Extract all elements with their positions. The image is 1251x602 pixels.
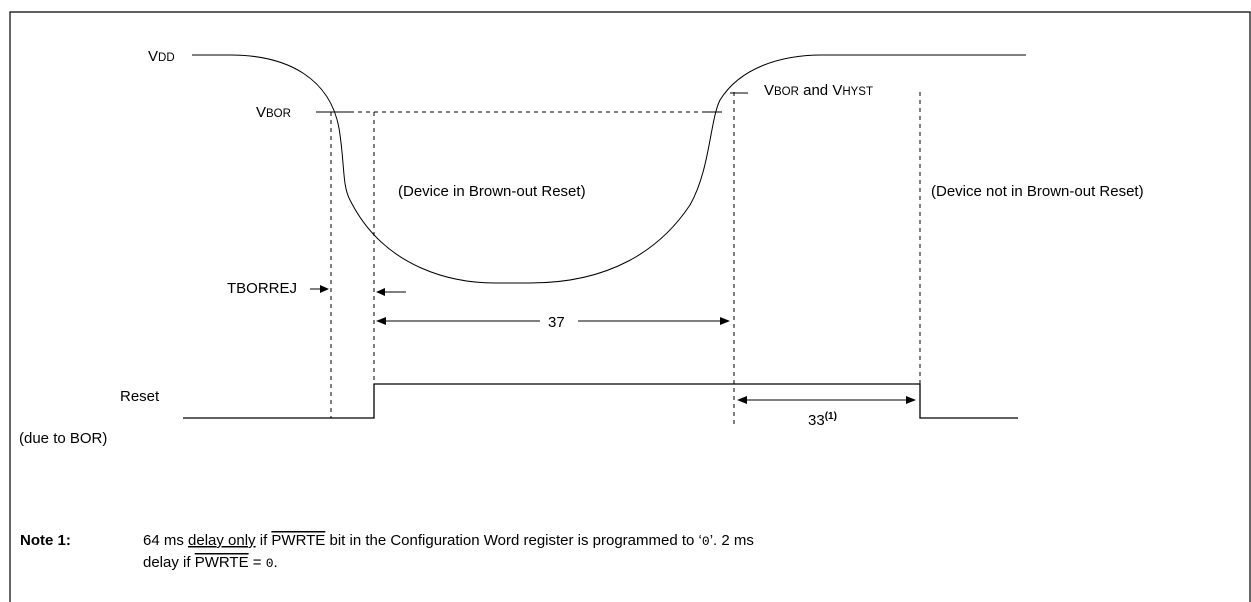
device-not-in-bor-caption: (Device not in Brown-out Reset) <box>931 183 1144 200</box>
interval-37-head-right <box>720 317 730 325</box>
interval-33-head-left <box>737 396 747 404</box>
pwrte-overbar-1: PWRTE <box>271 532 325 549</box>
note-line-1: Note 1:64 ms delay only if PWRTE bit in … <box>20 532 754 549</box>
tborrej-arrowhead-left <box>320 285 329 293</box>
vbor-label: VBOR <box>256 104 291 121</box>
device-in-bor-caption: (Device in Brown-out Reset) <box>398 183 586 200</box>
interval-33-label: 33(1) <box>808 411 837 429</box>
pwrte-overbar-2: PWRTE <box>195 554 249 571</box>
note-line-2: delay if PWRTE = 0. <box>143 554 278 571</box>
reset-label: Reset <box>120 388 160 405</box>
diagram-frame <box>9 11 1251 602</box>
due-to-bor-label: (due to BOR) <box>19 430 107 447</box>
interval-33-head-right <box>906 396 916 404</box>
interval-37-label: 37 <box>548 314 565 331</box>
vdd-waveform <box>208 54 1026 284</box>
tborrej-label: TBORREJ <box>227 280 297 297</box>
vdd-label: VDD <box>148 48 175 65</box>
reset-waveform <box>183 383 1018 419</box>
vbor-vhyst-label: VBOR and VHYST <box>764 82 873 99</box>
interval-37-head-left <box>376 317 386 325</box>
tborrej-arrowhead-right <box>376 288 385 296</box>
